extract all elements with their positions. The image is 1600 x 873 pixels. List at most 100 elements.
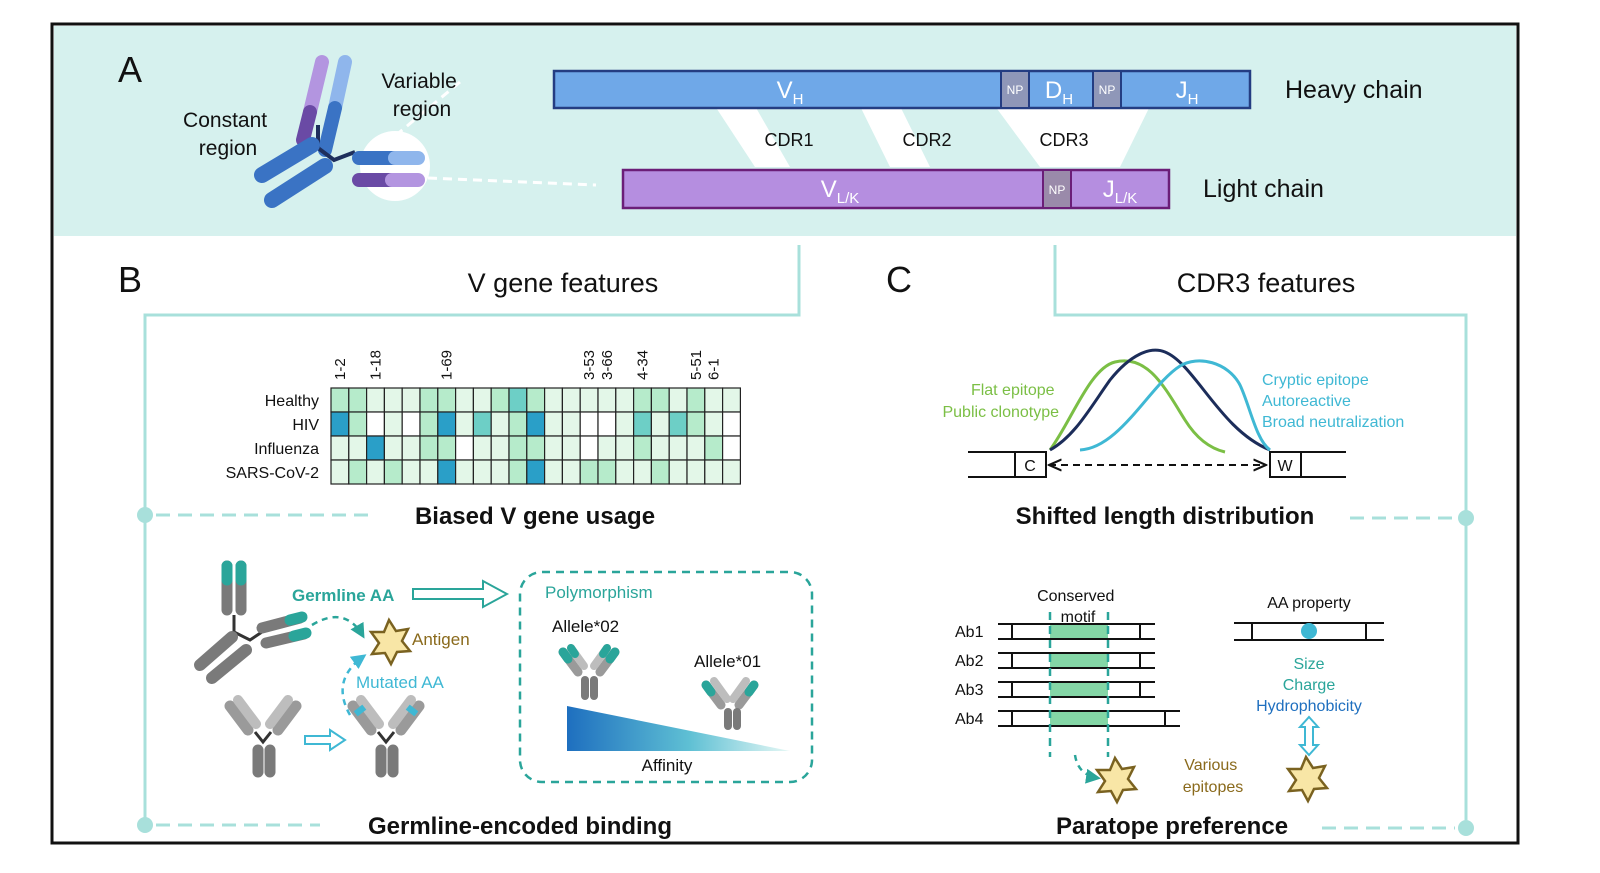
heatmap-cell (543, 411, 563, 437)
mutated-aa-label: Mutated AA (356, 673, 445, 692)
heatmap-cell (366, 459, 386, 485)
heatmap-cell (330, 435, 350, 461)
heatmap-column-label: 4-34 (635, 350, 652, 380)
heatmap-cell (490, 387, 510, 413)
heatmap-cell (561, 411, 581, 437)
biased-v-gene-label: Biased V gene usage (415, 503, 655, 530)
heatmap-column-label: 1-18 (368, 350, 385, 380)
heatmap-cell (668, 459, 688, 485)
heatmap-cell (561, 459, 581, 485)
panel-c-letter: C (886, 259, 912, 300)
heatmap-cell (330, 459, 350, 485)
heatmap-cell (366, 411, 386, 437)
cdr2-label: CDR2 (902, 130, 951, 150)
heatmap-cell (543, 459, 563, 485)
heatmap-cell (383, 435, 403, 461)
heatmap-cell (366, 435, 386, 461)
heatmap-cell (650, 411, 670, 437)
heatmap-cell (543, 387, 563, 413)
antibody-row: Ab3 (955, 681, 1155, 699)
jh-segment: JH (1176, 77, 1199, 108)
np-segment-2: NP (1099, 83, 1116, 97)
various-epitopes-label: Various epitopes (1183, 757, 1244, 796)
cdr2-connector (860, 106, 930, 167)
panel-b-title: V gene features (468, 268, 659, 298)
antibody-illustration (254, 55, 597, 208)
heatmap-cell (455, 435, 475, 461)
heatmap-cell (490, 411, 510, 437)
heavy-chain-label: Heavy chain (1285, 76, 1423, 104)
heatmap-cell (508, 435, 528, 461)
heatmap-cell (668, 387, 688, 413)
heatmap-cell (650, 387, 670, 413)
allele-01-label: Allele*01 (694, 652, 761, 671)
cdr1-connector (715, 106, 790, 167)
mutated-binding-arrow (341, 654, 367, 716)
light-chain-bar: VL/K NP JL/K (621, 168, 1171, 210)
heatmap-cell (401, 387, 421, 413)
heatmap-cell (348, 435, 368, 461)
heatmap-cell (437, 435, 457, 461)
heatmap-cell (579, 435, 599, 461)
heatmap-cell (437, 411, 457, 437)
left-notes: Flat epitope Public clonotype (942, 382, 1059, 421)
jlk-segment: JL/K (1103, 176, 1138, 207)
antibody-row: Ab4 (955, 710, 1180, 728)
heatmap-cell (526, 387, 546, 413)
heatmap-cell (579, 459, 599, 485)
allele-01-antibody-icon (701, 677, 759, 730)
cdr1-label: CDR1 (764, 130, 813, 150)
heatmap-cell (401, 411, 421, 437)
heatmap-cell (686, 411, 706, 437)
epitope-icon-right (1285, 754, 1330, 804)
heatmap-cell (472, 411, 492, 437)
heatmap-cell (632, 387, 652, 413)
heatmap-cell (579, 387, 599, 413)
property-hydrophobicity: Hydrophobicity (1256, 698, 1362, 715)
heatmap-cell (348, 459, 368, 485)
germline-aa-label: Germline AA (292, 586, 394, 605)
allele-02-antibody-icon (558, 644, 620, 700)
heatmap-cell (419, 387, 439, 413)
heatmap-cell (668, 435, 688, 461)
heatmap-cell (597, 387, 617, 413)
panel-b-letter: B (118, 259, 142, 300)
heatmap-cell (597, 435, 617, 461)
unmutated-antibody-icon (224, 695, 302, 778)
anchor-c-label: C (1024, 458, 1036, 475)
heatmap-cell (704, 387, 724, 413)
panel-b-frame (143, 245, 801, 820)
heatmap-cell (419, 411, 439, 437)
variable-region-highlight (360, 131, 430, 201)
antibody-row-label: Ab3 (955, 682, 984, 699)
panel-c-frame (1053, 245, 1468, 820)
heatmap-column-label: 1-69 (439, 350, 456, 380)
heatmap-cell (455, 459, 475, 485)
panel-a-letter: A (118, 49, 142, 90)
heatmap-cell (383, 411, 403, 437)
panel-b: B V gene features HealthyHIVInfluenzaSAR… (118, 245, 814, 840)
heatmap-cell (330, 411, 350, 437)
heatmap-cell (437, 387, 457, 413)
heatmap-row-label: SARS-CoV-2 (226, 465, 319, 482)
long-cdr3-curve (1079, 359, 1271, 452)
heatmap-cell (419, 435, 439, 461)
heatmap-cell (632, 411, 652, 437)
heatmap-cell (526, 411, 546, 437)
antibody-row: Ab1 (955, 623, 1155, 641)
heatmap-cell (668, 411, 688, 437)
vh-segment: VH (777, 77, 804, 108)
heatmap-cell (508, 459, 528, 485)
heatmap-cell (721, 387, 741, 413)
heavy-chain-bar: VH NP DH NP JH (552, 69, 1252, 110)
mutated-antibody-icon (347, 695, 425, 778)
heatmap-cell (597, 459, 617, 485)
affinity-label: Affinity (642, 756, 693, 775)
polymorphism-label: Polymorphism (545, 583, 653, 602)
constant-region-label: Constant region (183, 109, 273, 160)
antigen-icon (368, 617, 413, 667)
antibody-row-label: Ab1 (955, 624, 984, 641)
heatmap-cell (472, 435, 492, 461)
